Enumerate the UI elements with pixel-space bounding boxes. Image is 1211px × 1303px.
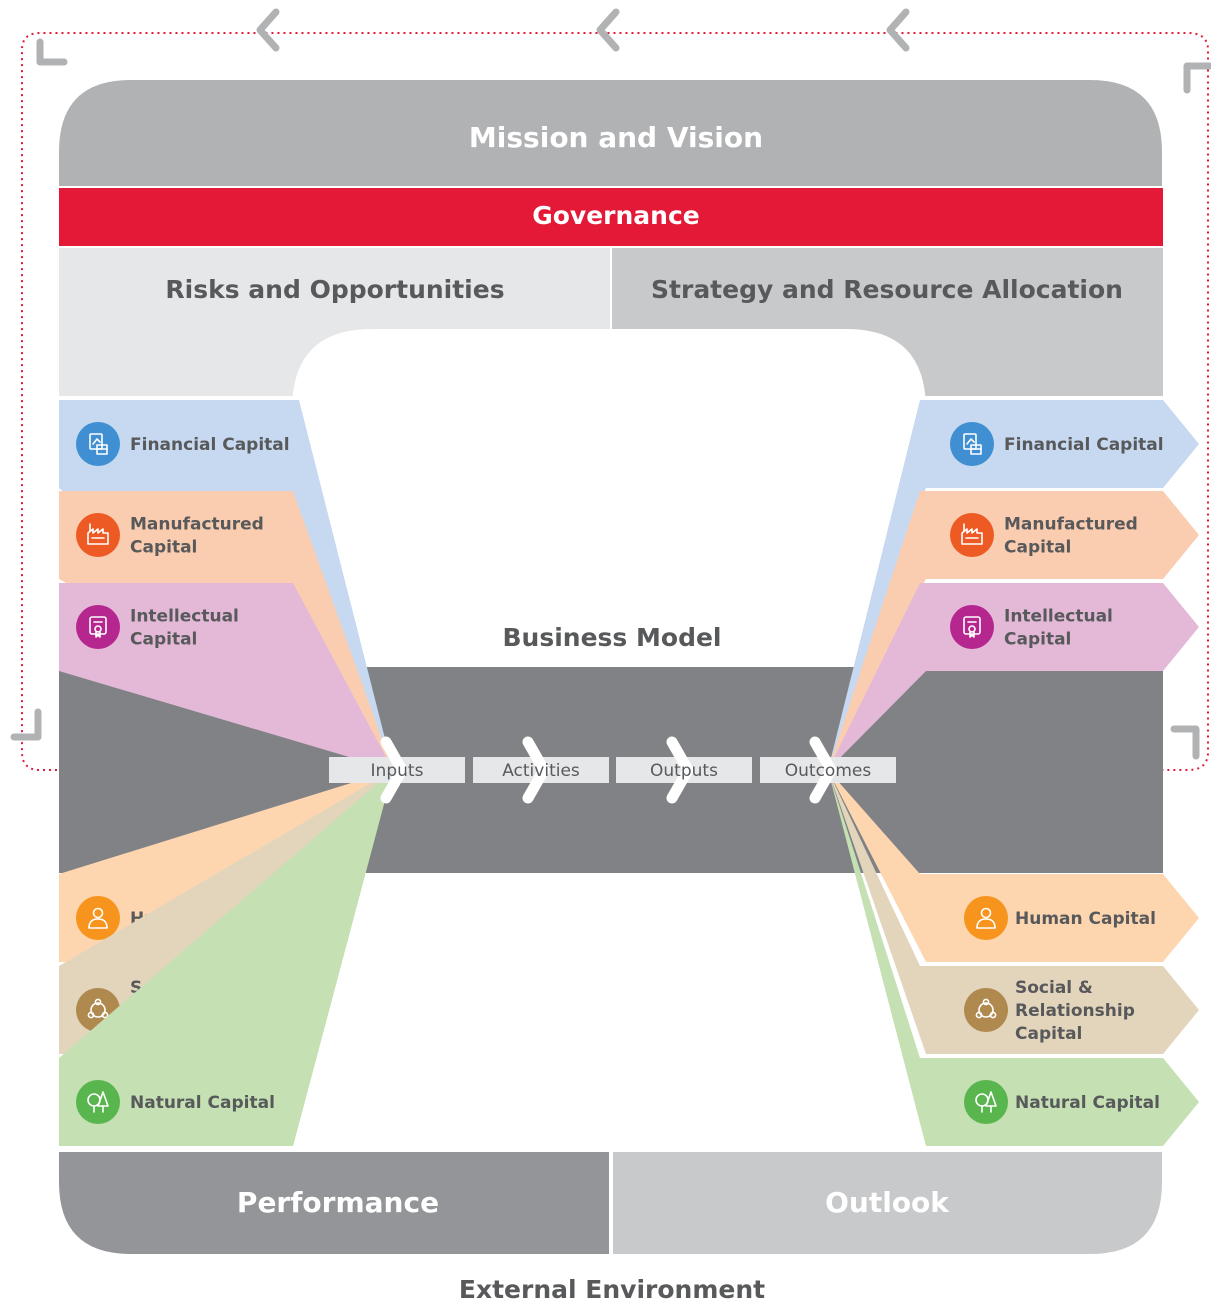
input-capitals: Financial CapitalManufacturedCapitalInte…	[59, 400, 393, 1146]
outcome-capital-flow	[828, 770, 926, 1054]
strategy-allocation-label: Strategy and Resource Allocation	[651, 275, 1123, 304]
governance-label: Governance	[532, 201, 700, 230]
outcome-capital-band: Financial Capital	[926, 400, 1199, 488]
factory-icon	[961, 523, 983, 545]
chevron-right-icon	[809, 736, 837, 804]
outcome-capital-band: Human Capital	[926, 874, 1199, 962]
capital-band-shape	[926, 874, 1199, 962]
chevron-right-icon	[522, 736, 550, 804]
capital-label: Social &	[1015, 978, 1093, 998]
capital-icon-circle	[964, 1080, 1008, 1124]
outcome-capitals: Financial CapitalManufacturedCapitalInte…	[828, 400, 1199, 1146]
capital-label: Natural Capital	[130, 1093, 275, 1113]
capital-icon-circle	[76, 1080, 120, 1124]
governance-band	[59, 188, 1163, 246]
outcome-capital-flow	[828, 770, 926, 1146]
business-model-title: Business Model	[503, 623, 722, 652]
mission-vision-band	[59, 80, 1162, 186]
input-capital-band: Natural Capital	[59, 770, 393, 1146]
outcome-capital-flow	[828, 400, 926, 770]
external-environment-label: External Environment	[459, 1275, 765, 1303]
capital-label: Capital	[130, 630, 197, 650]
capital-label: Financial Capital	[1004, 435, 1164, 455]
capital-label: Intellectual	[130, 607, 239, 627]
outlook-label: Outlook	[825, 1186, 950, 1219]
corner-arrow-icon	[1183, 62, 1211, 94]
feedback-loop-line	[21, 32, 1209, 771]
outcome-capital-flow	[828, 770, 926, 962]
chevron-right-icon	[380, 736, 408, 804]
network-icon	[975, 998, 997, 1019]
certificate-icon	[963, 616, 981, 638]
chevron-left-icon	[596, 8, 620, 52]
financial-capital-icon	[963, 433, 982, 455]
risks-opportunities-label: Risks and Opportunities	[165, 275, 504, 304]
capital-band-shape	[926, 491, 1199, 579]
capital-icon-circle	[964, 988, 1008, 1032]
flow-label-inputs: Inputs	[371, 761, 424, 781]
capital-label: Human Capital	[1015, 909, 1156, 929]
certificate-icon	[89, 616, 107, 638]
outcome-capital-flow	[828, 583, 926, 770]
flow-label-outcomes: Outcomes	[785, 761, 872, 781]
chevron-right-icon	[666, 736, 694, 804]
chevron-left-icon	[886, 8, 910, 52]
capital-label: Manufactured	[1004, 515, 1138, 535]
capital-band-shape	[926, 583, 1199, 671]
capital-label: Financial Capital	[130, 435, 290, 455]
factory-icon	[87, 523, 109, 545]
capital-band-shape	[59, 770, 393, 1146]
capital-band-shape	[926, 400, 1199, 488]
capital-icon-circle	[76, 422, 120, 466]
flow-label-outputs: Outputs	[650, 761, 718, 781]
capital-band-shape	[926, 1058, 1199, 1146]
business-model-area	[292, 329, 926, 420]
loop-arrowheads	[10, 8, 1211, 760]
trees-icon	[975, 1091, 997, 1113]
chevron-left-icon	[256, 8, 280, 52]
capital-label: Capital	[1004, 630, 1071, 650]
capital-label: Manufactured	[130, 515, 264, 535]
corner-arrow-icon	[36, 38, 68, 66]
performance-label: Performance	[237, 1186, 439, 1219]
outlook-panel	[613, 1152, 1162, 1254]
financial-capital-icon	[89, 433, 108, 455]
capital-label: Relationship	[1015, 1001, 1135, 1021]
outcome-capital-flow	[828, 491, 926, 770]
outcome-capital-band: Natural Capital	[926, 1058, 1199, 1146]
mission-vision-label: Mission and Vision	[469, 121, 763, 154]
capital-label: Capital	[1004, 538, 1071, 558]
corner-arrow-icon	[10, 708, 42, 741]
performance-panel	[59, 1152, 609, 1254]
flow-label-activities: Activities	[502, 761, 580, 781]
capital-icon-circle	[950, 422, 994, 466]
capital-label: Capital	[1015, 1024, 1082, 1044]
capital-icon-circle	[950, 513, 994, 557]
person-icon	[976, 907, 996, 929]
capital-icon-circle	[76, 513, 120, 557]
trees-icon	[87, 1091, 109, 1113]
capital-label: Intellectual	[1004, 607, 1113, 627]
business-model-flow: Inputs Activities Outputs Outcomes	[329, 736, 896, 804]
capital-icon-circle	[76, 605, 120, 649]
network-icon	[87, 998, 109, 1019]
capital-band-shape	[926, 966, 1199, 1054]
capital-label: Natural Capital	[1015, 1093, 1160, 1113]
corner-arrow-icon	[1170, 725, 1200, 760]
capital-label: Capital	[130, 538, 197, 558]
person-icon	[88, 907, 108, 929]
capital-icon-circle	[950, 605, 994, 649]
